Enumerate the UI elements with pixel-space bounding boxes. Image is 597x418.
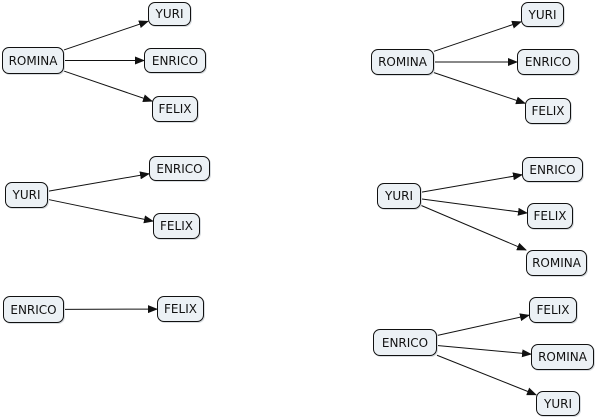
arrow-romina-to-felix — [63, 70, 153, 103]
node-felix[interactable]: FELIX — [527, 203, 573, 229]
arrow-enrico-to-yuri — [436, 354, 537, 396]
node-felix[interactable]: FELIX — [152, 96, 198, 122]
arrow-yuri-to-felix — [420, 198, 528, 216]
arrow-yuri-to-felix — [47, 198, 154, 224]
arrow-enrico-to-felix — [436, 313, 530, 336]
arrow-romina-to-felix — [433, 72, 526, 105]
node-enrico[interactable]: ENRICO — [3, 296, 64, 323]
node-felix[interactable]: FELIX — [529, 297, 577, 323]
arrow-enrico-to-romina — [436, 344, 532, 358]
node-romina[interactable]: ROMINA — [531, 344, 594, 370]
edges-layer — [47, 20, 537, 396]
node-enrico[interactable]: ENRICO — [522, 157, 583, 182]
node-yuri[interactable]: YURI — [377, 183, 421, 209]
node-felix[interactable]: FELIX — [525, 98, 571, 124]
arrow-yuri-to-enrico — [420, 172, 523, 193]
node-felix[interactable]: FELIX — [157, 296, 204, 322]
node-romina[interactable]: ROMINA — [371, 49, 434, 75]
node-enrico[interactable]: ENRICO — [149, 156, 210, 181]
arrow-romina-to-yuri — [63, 20, 149, 51]
node-felix[interactable]: FELIX — [153, 213, 200, 239]
node-romina[interactable]: ROMINA — [2, 47, 64, 74]
arrow-yuri-to-romina — [420, 204, 527, 251]
node-enrico[interactable]: ENRICO — [144, 48, 206, 73]
arrow-romina-to-yuri — [433, 20, 522, 52]
node-enrico[interactable]: ENRICO — [373, 329, 437, 356]
node-enrico[interactable]: ENRICO — [517, 49, 579, 75]
arrow-yuri-to-enrico — [47, 171, 150, 192]
node-yuri[interactable]: YURI — [5, 182, 48, 208]
node-yuri[interactable]: YURI — [521, 2, 564, 27]
node-yuri[interactable]: YURI — [148, 2, 191, 26]
node-romina[interactable]: ROMINA — [526, 250, 587, 276]
node-yuri[interactable]: YURI — [536, 391, 580, 416]
